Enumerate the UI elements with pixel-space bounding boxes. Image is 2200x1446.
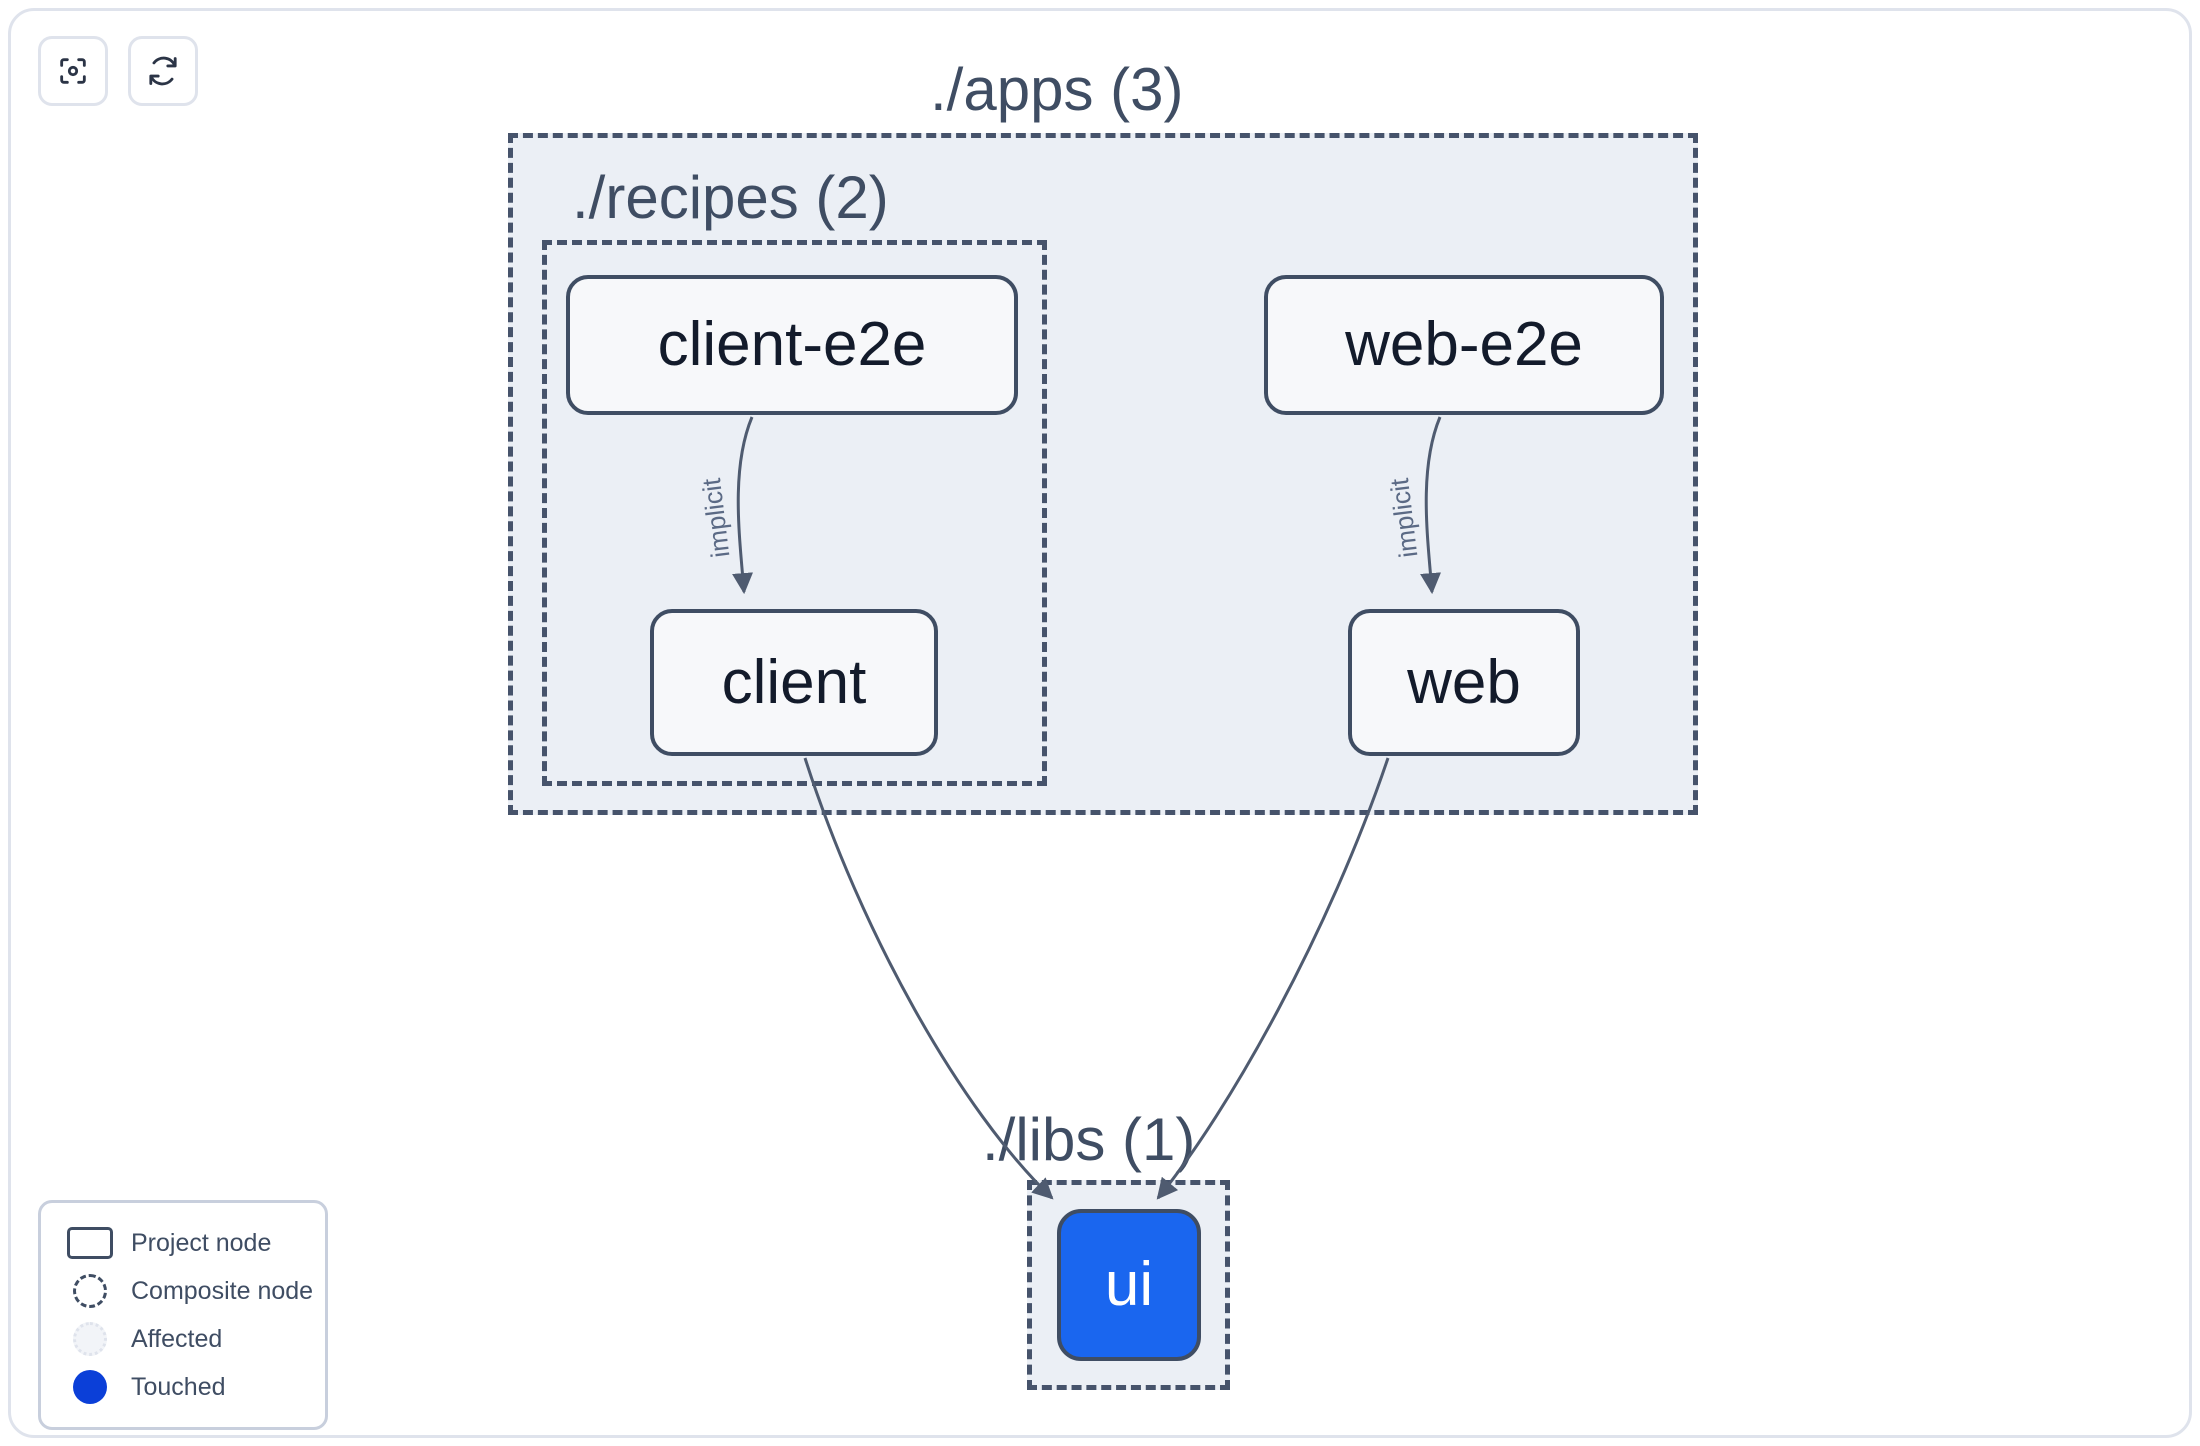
project-node-client[interactable]: client [650, 609, 938, 756]
affected-swatch [63, 1322, 117, 1356]
focus-icon [56, 54, 90, 88]
group-label-recipes: ./recipes (2) [572, 164, 889, 231]
legend-item-touched: Touched [41, 1363, 325, 1411]
project-node-web-e2e[interactable]: web-e2e [1264, 275, 1664, 415]
project-node-client-e2e[interactable]: client-e2e [566, 275, 1018, 415]
group-label-apps: ./apps (3) [930, 56, 1184, 123]
graph-legend: Project node Composite node Affected Tou… [38, 1200, 328, 1430]
legend-label-composite-node: Composite node [131, 1276, 314, 1305]
project-node-ui[interactable]: ui [1057, 1209, 1201, 1361]
project-node-web[interactable]: web [1348, 609, 1580, 756]
legend-label-touched: Touched [131, 1372, 226, 1401]
touched-swatch [63, 1370, 117, 1404]
legend-item-composite-node: Composite node [41, 1267, 325, 1315]
legend-label-affected: Affected [131, 1324, 223, 1353]
graph-toolbar [38, 36, 198, 106]
focus-graph-button[interactable] [38, 36, 108, 106]
project-node-swatch [63, 1227, 117, 1259]
refresh-graph-button[interactable] [128, 36, 198, 106]
legend-label-project-node: Project node [131, 1228, 272, 1257]
group-label-libs: ./libs (1) [982, 1106, 1196, 1173]
legend-item-project-node: Project node [41, 1219, 325, 1267]
legend-item-affected: Affected [41, 1315, 325, 1363]
composite-node-swatch [63, 1274, 117, 1308]
refresh-icon [146, 54, 180, 88]
